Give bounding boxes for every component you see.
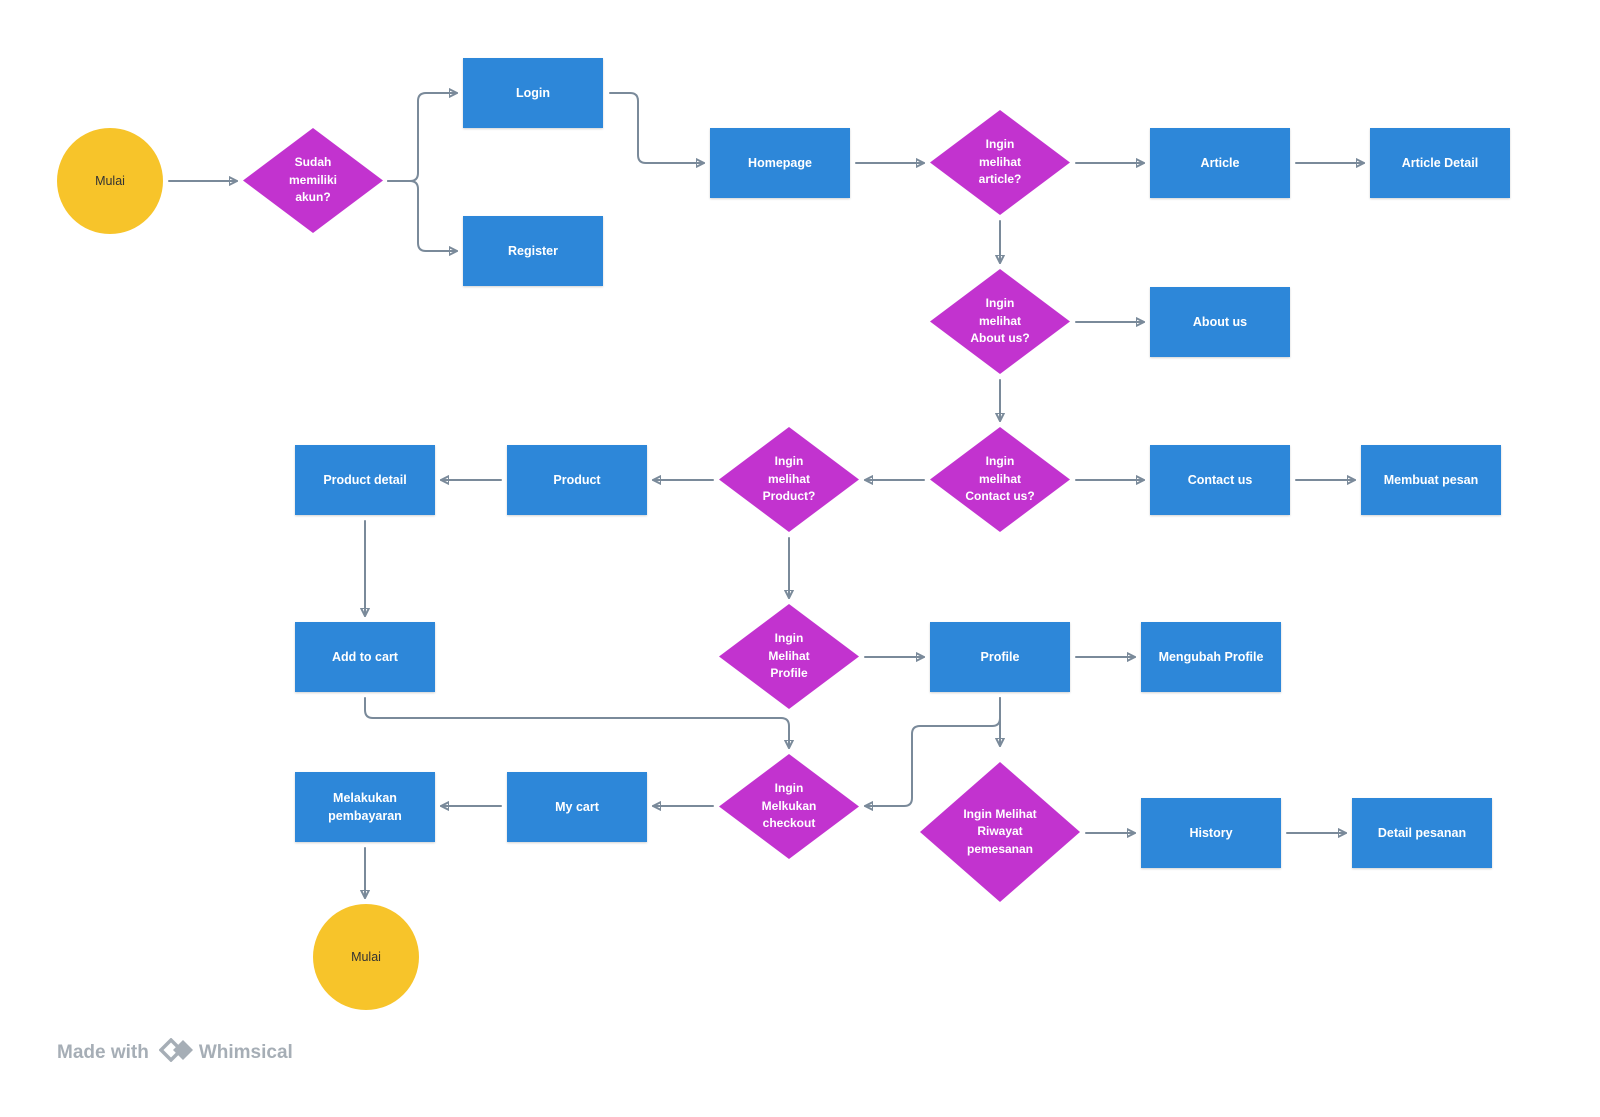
connector-sudah-akun-to-register xyxy=(387,180,458,251)
diamond-shape xyxy=(930,110,1070,215)
diamond-shape xyxy=(243,128,383,233)
decision-label: Ingin Melihat Profile xyxy=(768,631,810,681)
detail-pesanan-box: Detail pesanan xyxy=(1352,798,1492,868)
connector-profile-to-q-checkout xyxy=(864,697,1001,806)
end-terminal: Mulai xyxy=(313,904,419,1010)
connector-sudah-akun-to-login xyxy=(387,93,458,182)
decision-article: Ingin melihat article? xyxy=(930,110,1070,215)
diamond-shape xyxy=(719,604,859,709)
watermark: Made with Whimsical xyxy=(57,1036,293,1070)
connector-login-to-homepage xyxy=(609,92,705,163)
profile-box: Profile xyxy=(930,622,1070,692)
history-box: History xyxy=(1141,798,1281,868)
diamond-shape xyxy=(719,427,859,532)
login-box: Login xyxy=(463,58,603,128)
decision-profile: Ingin Melihat Profile xyxy=(719,604,859,709)
product-box: Product xyxy=(507,445,647,515)
contact-us-box: Contact us xyxy=(1150,445,1290,515)
whimsical-logo-icon xyxy=(158,1037,195,1068)
whimsical-brand-text: Whimsical xyxy=(198,1042,293,1063)
made-with-text: Made with xyxy=(57,1042,149,1063)
decision-contact: Ingin melihat Contact us? xyxy=(930,427,1070,532)
about-us-box: About us xyxy=(1150,287,1290,357)
diamond-shape xyxy=(930,427,1070,532)
decision-label: Ingin Melkukan checkout xyxy=(761,781,817,831)
decision-about: Ingin melihat About us? xyxy=(930,269,1070,374)
membuat-pesan-box: Membuat pesan xyxy=(1361,445,1501,515)
mengubah-profile-box: Mengubah Profile xyxy=(1141,622,1281,692)
diamond-shape xyxy=(719,754,859,859)
connector-add-to-cart-to-q-checkout xyxy=(364,697,789,749)
register-box: Register xyxy=(463,216,603,286)
my-cart-box: My cart xyxy=(507,772,647,842)
diamond-shape xyxy=(920,762,1080,902)
decision-label: Ingin melihat About us? xyxy=(970,296,1030,346)
decision-label: Ingin melihat article? xyxy=(978,137,1022,187)
decision-riwayat: Ingin Melihat Riwayat pemesanan xyxy=(920,762,1080,902)
article-detail-box: Article Detail xyxy=(1370,128,1510,198)
article-box: Article xyxy=(1150,128,1290,198)
homepage-box: Homepage xyxy=(710,128,850,198)
diamond-shape xyxy=(930,269,1070,374)
decision-label: Ingin melihat Contact us? xyxy=(965,454,1035,504)
product-detail-box: Product detail xyxy=(295,445,435,515)
decision-product: Ingin melihat Product? xyxy=(719,427,859,532)
decision-label: Ingin Melihat Riwayat pemesanan xyxy=(963,806,1037,856)
start-terminal: Mulai xyxy=(57,128,163,234)
decision-sudah-akun: Sudah memiliki akun? xyxy=(243,128,383,233)
decision-label: Sudah memiliki akun? xyxy=(288,155,338,205)
melakukan-pembayaran-box: Melakukan pembayaran xyxy=(295,772,435,842)
decision-checkout: Ingin Melkukan checkout xyxy=(719,754,859,859)
add-to-cart-box: Add to cart xyxy=(295,622,435,692)
decision-label: Ingin melihat Product? xyxy=(762,454,816,504)
